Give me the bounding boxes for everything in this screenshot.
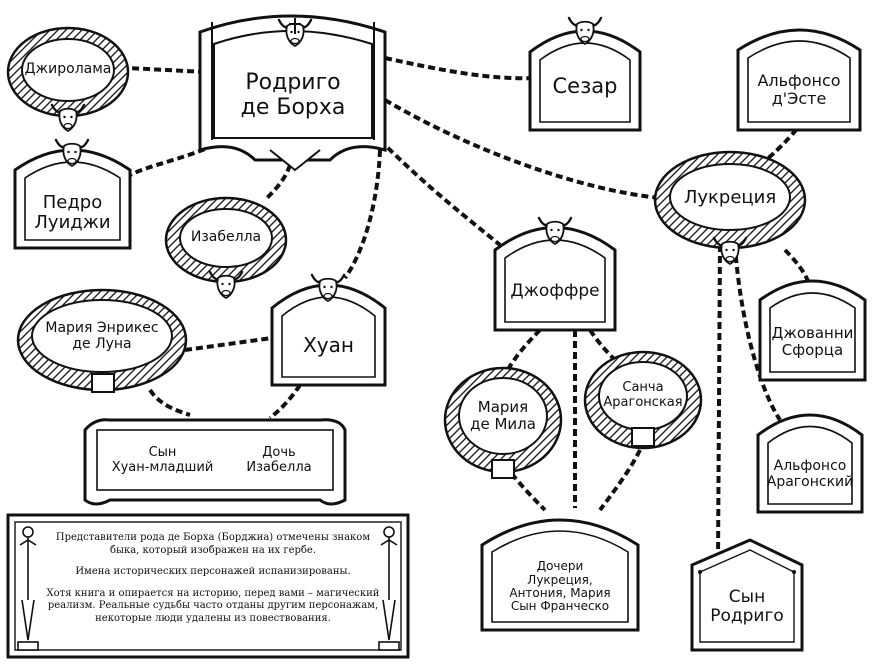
node-juan-children-son: Сын Хуан-младший (100, 436, 225, 486)
node-jofre-children-frame (480, 518, 640, 632)
node-sancha: Санча Арагонская (601, 372, 685, 420)
node-jofre-children: Дочери Лукреция, Антония, Мария Сын Фран… (492, 552, 628, 622)
chain-rodrigo-jofre (378, 138, 502, 247)
note-text: Представители рода де Борха (Борджиа) от… (44, 532, 382, 634)
node-giovanni-label: Джованни Сфорца (771, 324, 854, 359)
chain-lucrezia-son (716, 244, 722, 561)
node-isabella-frame (164, 196, 288, 300)
note-paragraph-3: Хотя книга и опирается на историю, перед… (46, 587, 380, 624)
node-cesare-label: Сезар (552, 74, 618, 99)
node-lucrezia: Лукреция (672, 180, 788, 216)
node-alfonso-deste-label: Альфонсо д'Эсте (757, 71, 841, 108)
node-juan-label: Хуан (303, 332, 354, 357)
node-lucrezia-son-label: Сын Родриго (710, 586, 784, 626)
node-lucrezia-son: Сын Родриго (700, 574, 794, 640)
node-maria-enriquez-frame (16, 288, 188, 393)
node-giovanni: Джованни Сфорца (770, 314, 855, 370)
chain-rodrigo-juan (343, 149, 382, 280)
note-paragraph-1: Представители рода де Борха (Борджиа) от… (55, 532, 371, 556)
node-rodrigo-frame (198, 14, 387, 172)
node-alfonso-aragon-label: Альфонсо Арагонский (766, 458, 854, 490)
caryatid-right-icon (378, 526, 400, 651)
chain-sancha-children (598, 449, 642, 512)
node-alfonso-deste-frame (736, 28, 862, 132)
node-pedro-luis-frame (13, 138, 132, 250)
node-giovanni-frame (758, 279, 867, 382)
node-maria-mila: Мария де Мила (463, 392, 543, 440)
node-sancha-frame (583, 350, 703, 450)
node-gerolama: Джиролама (22, 50, 114, 90)
node-jofre: Джоффре (505, 270, 605, 314)
node-juan-son-label: Сын Хуан-младший (111, 445, 214, 475)
chain-maria-enriquez-children (148, 388, 191, 417)
node-isabella: Изабелла (182, 222, 270, 254)
chain-rodrigo-isabella (263, 164, 292, 202)
chain-jofre-maria-mila (503, 328, 542, 376)
node-isabella-label: Изабелла (190, 229, 262, 246)
node-maria-enriquez: Мария Энрикес де Луна (34, 314, 170, 360)
chain-rodrigo-gerolama (127, 66, 206, 74)
node-jofre-frame (493, 216, 617, 332)
node-sancha-label: Санча Арагонская (603, 380, 683, 410)
node-lucrezia-label: Лукреция (683, 186, 777, 208)
note-paragraph-2: Имена исторических персонажей испанизиро… (75, 566, 351, 577)
node-lucrezia-son-frame (690, 538, 804, 652)
cross-icon (289, 18, 301, 34)
node-cesare-frame (528, 16, 642, 132)
node-juan-daughter-label: Дочь Изабелла (246, 445, 312, 475)
node-juan-frame (270, 273, 387, 387)
chain-juan-children (268, 383, 302, 420)
node-juan-children-daughter: Дочь Изабелла (226, 436, 332, 486)
node-lucrezia-frame (653, 150, 807, 266)
node-maria-enriquez-label: Мария Энрикес де Луна (45, 320, 159, 352)
node-cesare: Сезар (540, 62, 630, 112)
node-jofre-children-label: Дочери Лукреция, Антония, Мария Сын Фран… (509, 559, 611, 614)
node-gerolama-frame (6, 26, 130, 133)
chain-maria-enriquez-juan (184, 336, 273, 352)
node-rodrigo-label: Родриго де Борха (240, 70, 346, 120)
node-alfonso-deste: Альфонсо д'Эсте (748, 62, 850, 118)
caryatid-left-icon (17, 526, 39, 651)
node-juan-children-frame (83, 418, 347, 506)
node-alfonso-aragon-frame (756, 413, 864, 514)
node-maria-mila-frame (443, 366, 563, 479)
node-pedro-luis: Педро Луиджи (25, 186, 120, 240)
node-maria-mila-label: Мария де Мила (470, 398, 536, 433)
node-juan: Хуан (282, 322, 375, 368)
node-pedro-luis-label: Педро Луиджи (34, 191, 111, 233)
chain-rodrigo-lucrezia (383, 98, 661, 200)
node-rodrigo: Родриго де Борха (214, 56, 372, 136)
node-alfonso-aragon: Альфонсо Арагонский (764, 448, 856, 502)
note-plaque (6, 513, 410, 659)
chain-jofre-sancha (588, 328, 617, 362)
chain-rodrigo-cesare (384, 56, 536, 81)
node-gerolama-label: Джиролама (24, 61, 112, 78)
chain-lucrezia-alfonso-aragon (733, 244, 782, 422)
node-jofre-label: Джоффре (510, 281, 600, 302)
